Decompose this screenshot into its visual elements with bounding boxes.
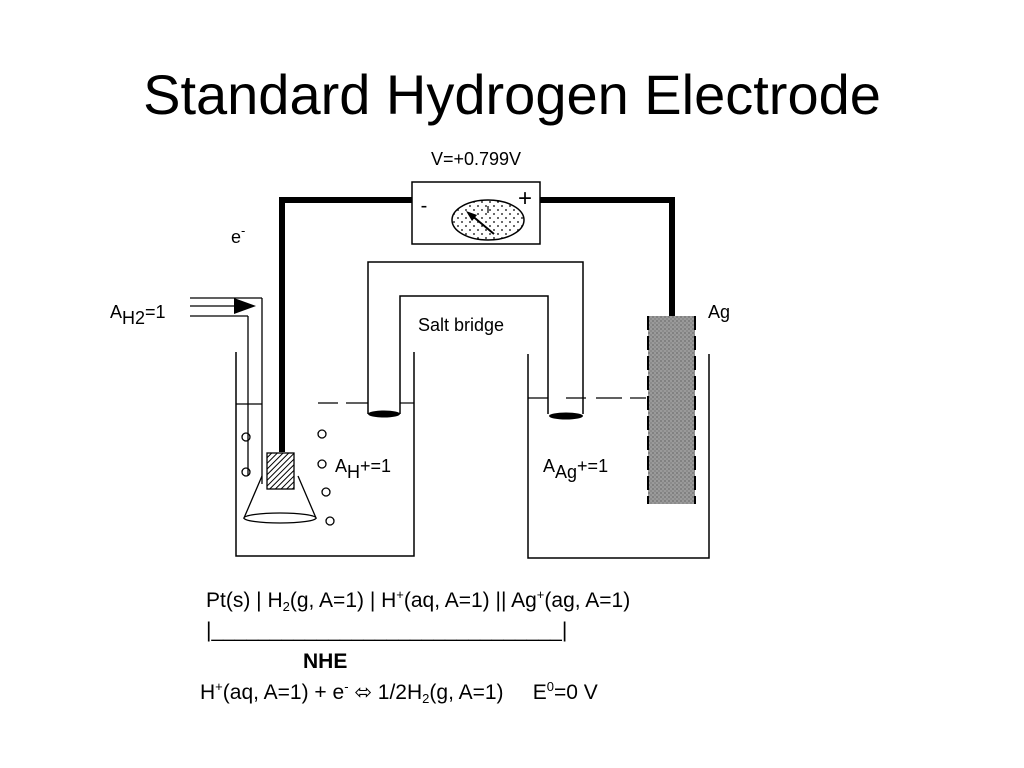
- half-reaction: H+(aq, A=1) + e- ⬄ 1/2H2(g, A=1) E0=0 V: [200, 680, 598, 706]
- cell-notation-part: Pt(s) | H: [206, 589, 283, 612]
- half-reaction-superscript: +: [215, 679, 223, 694]
- hydrogen-bubbles: [241, 429, 335, 526]
- cell-notation-part: (g, A=1) | H: [289, 589, 397, 612]
- cell-notation-superscript: +: [396, 587, 404, 602]
- cell-notation-part: (aq, A=1) || Ag: [403, 589, 537, 612]
- meter-minus-sign: -: [421, 195, 428, 217]
- right-beaker: [527, 316, 710, 559]
- left-beaker: [235, 352, 415, 557]
- platinum-electrode: [266, 452, 295, 490]
- slide-title: Standard Hydrogen Electrode: [143, 63, 881, 126]
- half-reaction-superscript: -: [344, 679, 349, 694]
- cell-notation-superscript: +: [536, 587, 545, 602]
- salt-bridge: [367, 261, 584, 420]
- equilibrium-arrow-icon: ⬄: [348, 681, 378, 704]
- salt-bridge-label: Salt bridge: [418, 315, 504, 335]
- half-reaction-part: H: [200, 681, 216, 704]
- ag-activity-label: AAg+=1: [543, 456, 608, 482]
- h2-activity-label: AH2=1: [110, 302, 166, 328]
- nhe-bracket: |______________________________|: [206, 619, 568, 642]
- meter-dial-icon: [451, 199, 525, 241]
- cell-notation: Pt(s) | H2(g, A=1) | H+(aq, A=1) || Ag+(…: [206, 588, 630, 614]
- half-reaction-subscript: 2: [422, 691, 430, 706]
- h-activity-label: AH+=1: [335, 456, 391, 482]
- electron-label: e-: [231, 223, 245, 247]
- hydrogen-inlet: [190, 297, 263, 484]
- voltage-label: V=+0.799V: [431, 149, 521, 169]
- gas-flow-arrow-icon: [234, 298, 256, 314]
- half-reaction-part: 1/2H: [377, 681, 423, 704]
- cell-notation-part: (ag, A=1): [544, 589, 631, 612]
- nhe-label: NHE: [303, 650, 348, 673]
- voltmeter: - +: [411, 181, 541, 245]
- standard-potential-value: =0 V: [553, 681, 598, 704]
- standard-potential-superscript: 0: [546, 679, 554, 694]
- meter-plus-sign: +: [518, 185, 532, 212]
- standard-potential-symbol: E: [532, 681, 547, 704]
- silver-electrode: [648, 316, 695, 504]
- half-reaction-part: (g, A=1): [429, 681, 504, 704]
- half-reaction-spacer: [504, 681, 533, 704]
- half-reaction-part: (aq, A=1) + e: [222, 681, 345, 704]
- cell-notation-subscript: 2: [282, 599, 290, 614]
- silver-label: Ag: [708, 302, 730, 322]
- external-circuit-wires: [279, 197, 675, 452]
